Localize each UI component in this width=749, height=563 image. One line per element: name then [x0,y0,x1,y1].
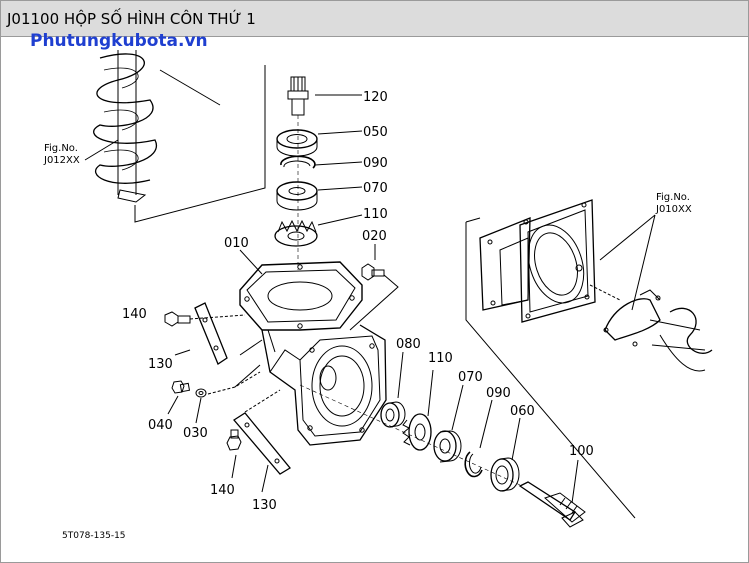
label-130-lower: 130 [252,498,277,513]
part-080-bearing [380,351,406,428]
part-120-shaft [287,76,362,116]
part-130-cover-plate-upper [164,302,246,365]
watermark-logo: Phutungkubota.vn [30,31,208,51]
part-030-washer [195,364,261,424]
label-060: 060 [510,404,535,419]
ref-j012-line1: Fig.No. [44,143,78,154]
page-title: J01100 HỘP SỐ HÌNH CÔN THỨ 1 [7,10,256,28]
part-070-bearing-side [433,384,464,463]
label-140-lower: 140 [210,483,235,498]
part-090-snap-ring-top [280,155,363,169]
label-110-side: 110 [428,351,453,366]
part-070-bearing-top [276,181,363,211]
label-080: 080 [396,337,421,352]
label-090-top: 090 [363,156,388,171]
part-040-bolt [167,380,191,415]
right-auger-drawing [603,214,713,372]
label-050: 050 [363,125,388,140]
ref-j010-line1: Fig.No. [656,192,690,203]
part-100-shaft [299,384,586,528]
part-020-bolt [349,244,399,331]
label-110-top: 110 [363,207,388,222]
label-030: 030 [183,426,208,441]
ref-j012-leader [84,139,119,161]
label-070-side: 070 [458,370,483,385]
label-040: 040 [148,418,173,433]
diagram-code: 5T078-135-15 [62,531,126,541]
part-130-cover-plate-lower [226,339,291,493]
header-bar: J01100 HỘP SỐ HÌNH CÔN THỨ 1 [0,0,749,37]
label-090-side: 090 [486,386,511,401]
auger-drawing [93,50,266,223]
flange-assembly-drawing [465,199,656,519]
part-110-bevel-gear-top [274,214,363,247]
label-010: 010 [224,236,249,251]
part-060-oil-seal [490,417,521,492]
ref-j012-line2: J012XX [43,155,80,166]
label-120: 120 [363,90,388,105]
label-070-top: 070 [363,181,388,196]
label-020: 020 [362,229,387,244]
ref-j010-line2: J010XX [655,204,692,215]
part-010-gear-housing [239,249,387,446]
part-110-bevel-gear-side [402,369,434,451]
label-140-upper: 140 [122,307,147,322]
label-100: 100 [569,444,594,459]
part-090-snap-ring-side [464,399,493,478]
part-050-bearing [276,129,363,157]
label-130-upper: 130 [148,357,173,372]
